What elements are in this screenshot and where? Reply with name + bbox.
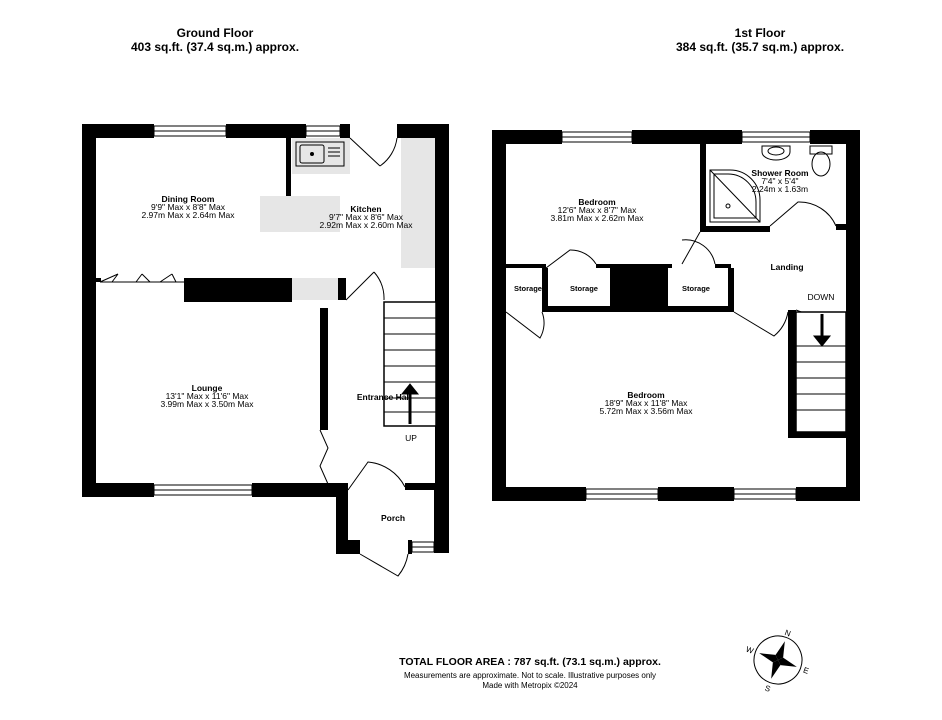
first-floor-walls xyxy=(492,130,860,501)
shower-room-metric: 2.24m x 1.63m xyxy=(752,184,808,194)
first-floor-area: 384 sq.ft. (35.7 sq.m.) approx. xyxy=(675,40,845,54)
ground-floor-labels: Dining Room 9'9" Max x 8'8" Max 2.97m Ma… xyxy=(141,194,417,523)
porch-name: Porch xyxy=(381,513,405,523)
first-floor-header: 1st Floor 384 sq.ft. (35.7 sq.m.) approx… xyxy=(650,26,870,54)
ground-floor-plan: Dining Room 9'9" Max x 8'8" Max 2.97m Ma… xyxy=(82,124,449,577)
bedroom2-imperial: 18'9" Max x 11'8" Max xyxy=(605,398,689,408)
shower-room-fixtures xyxy=(709,145,833,223)
bedroom2-name: Bedroom xyxy=(627,390,665,400)
compass-n: N xyxy=(783,628,792,639)
landing-name: Landing xyxy=(770,262,803,272)
ground-floor-title: Ground Floor xyxy=(176,26,254,40)
footer: TOTAL FLOOR AREA : 787 sq.ft. (73.1 sq.m… xyxy=(300,656,760,691)
compass-e: E xyxy=(802,666,810,676)
ground-floor-windows xyxy=(153,125,435,553)
basin-icon xyxy=(761,145,791,161)
shower-tray-icon xyxy=(709,169,761,223)
dining-room-imperial: 9'9" Max x 8'8" Max xyxy=(151,202,226,212)
lounge-imperial: 13'1" Max x 11'6" Max xyxy=(166,391,250,401)
compass-s: S xyxy=(764,684,772,694)
stairs-up-label: UP xyxy=(405,433,417,443)
kitchen-metric: 2.92m Max x 2.60m Max xyxy=(319,220,413,230)
stairs-down-label: DOWN xyxy=(808,292,835,302)
dining-room-metric: 2.97m Max x 2.64m Max xyxy=(141,210,235,220)
dining-room-name: Dining Room xyxy=(162,194,215,204)
compass-w: W xyxy=(745,645,756,656)
lounge-metric: 3.99m Max x 3.50m Max xyxy=(160,399,254,409)
disclaimer: Measurements are approximate. Not to sca… xyxy=(403,671,657,680)
storage3-name: Storage xyxy=(682,284,710,293)
made-with: Made with Metropix ©2024 xyxy=(482,681,578,690)
compass-icon: N S E W xyxy=(745,628,811,694)
first-floor-windows xyxy=(561,131,811,500)
bedroom1-imperial: 12'6" Max x 8'7" Max xyxy=(558,205,637,215)
kitchen-name: Kitchen xyxy=(350,204,381,214)
entrance-hall-name: Entrance Hall xyxy=(357,392,411,402)
ground-floor-header: Ground Floor 403 sq.ft. (37.4 sq.m.) app… xyxy=(120,26,310,54)
storage2-name: Storage xyxy=(570,284,598,293)
kitchen-imperial: 9'7" Max x 8'6" Max xyxy=(329,212,404,222)
ground-floor-stairs xyxy=(383,301,437,427)
sink-icon xyxy=(295,141,345,167)
total-floor-area: TOTAL FLOOR AREA : 787 sq.ft. (73.1 sq.m… xyxy=(399,656,661,668)
ground-floor-area: 403 sq.ft. (37.4 sq.m.) approx. xyxy=(130,40,300,54)
first-floor-labels: Bedroom 12'6" Max x 8'7" Max 3.81m Max x… xyxy=(514,168,834,416)
bedroom1-metric: 3.81m Max x 2.62m Max xyxy=(550,213,644,223)
toilet-icon xyxy=(809,145,833,177)
first-floor-stairs xyxy=(795,311,847,433)
ground-floor-walls xyxy=(82,124,449,554)
ground-floor-doors xyxy=(99,137,409,577)
storage1-name: Storage xyxy=(514,284,542,293)
shower-room-imperial: 7'4" x 5'4" xyxy=(761,176,798,186)
bedroom1-name: Bedroom xyxy=(578,197,616,207)
shower-room-name: Shower Room xyxy=(751,168,809,178)
first-floor-plan: Bedroom 12'6" Max x 8'7" Max 3.81m Max x… xyxy=(492,130,860,501)
first-floor-title: 1st Floor xyxy=(734,26,786,40)
kitchen-counters xyxy=(260,138,435,300)
lounge-name: Lounge xyxy=(192,383,223,393)
bedroom2-metric: 5.72m Max x 3.56m Max xyxy=(599,406,693,416)
